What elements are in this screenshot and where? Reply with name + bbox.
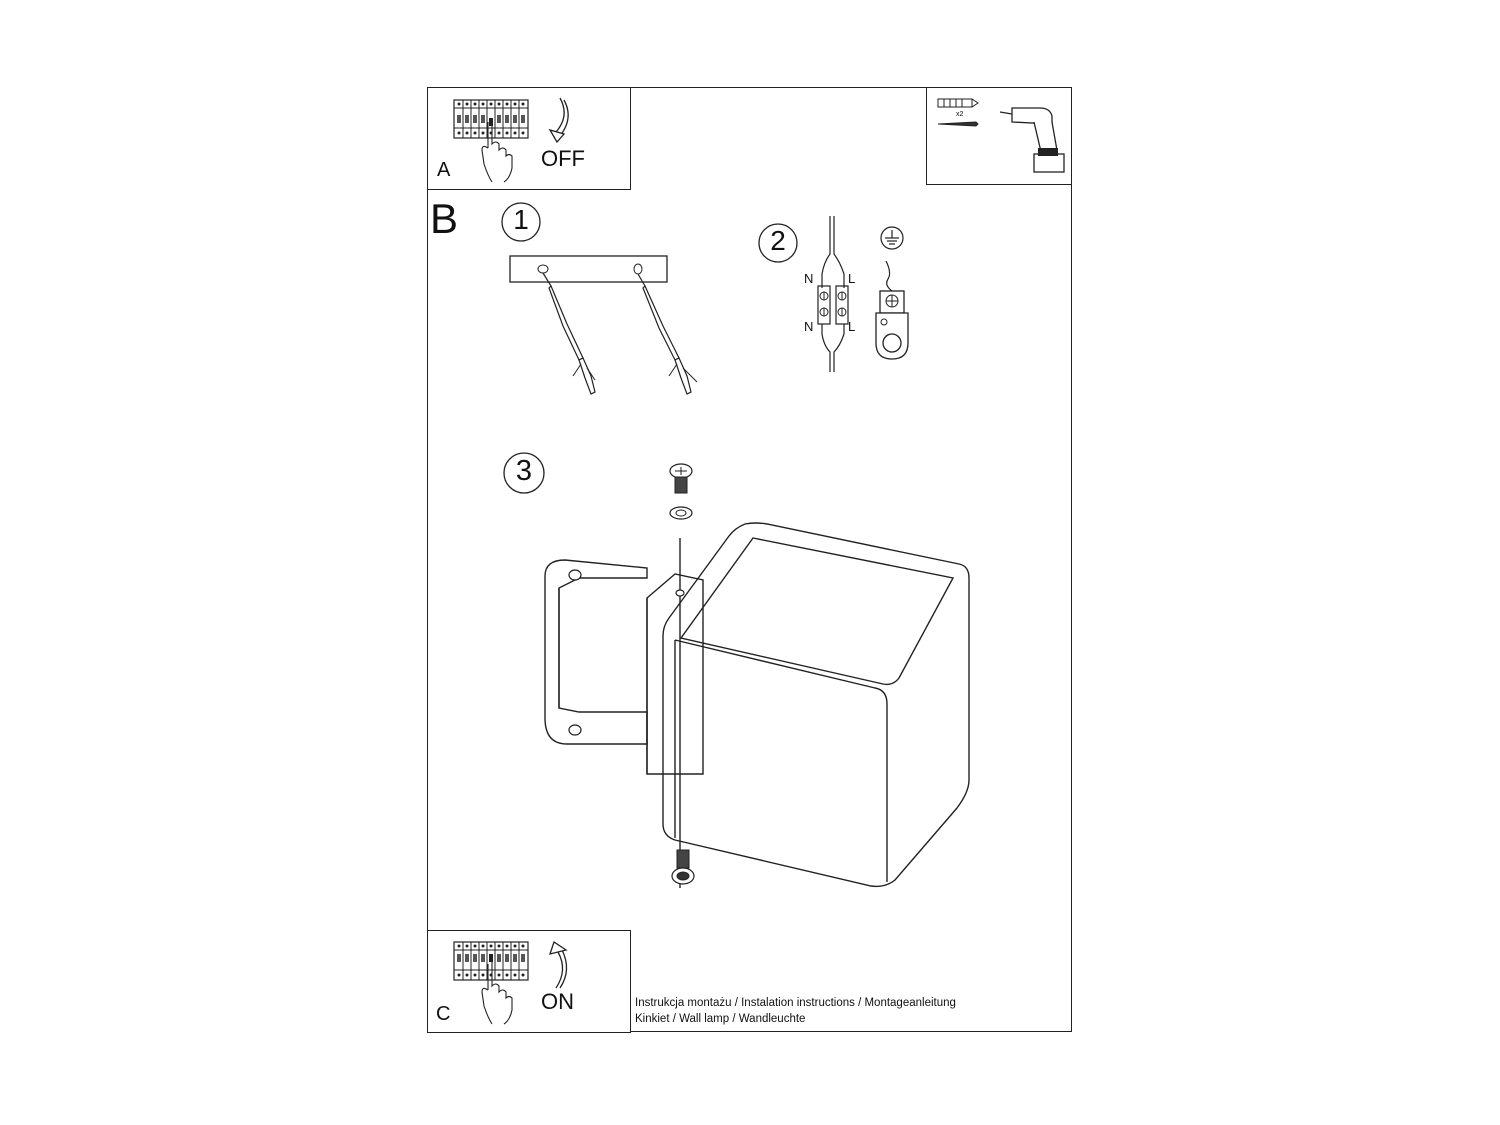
panel-c-letter: C [436, 1003, 451, 1025]
switch-off-arrow-icon [548, 97, 569, 144]
neutral-label-bottom: N [804, 319, 814, 334]
quantity-label: x2 [956, 111, 964, 118]
step-1-number: 1 [513, 204, 529, 235]
step-2-number: 2 [770, 225, 786, 256]
ground-terminal-drawing [875, 226, 909, 360]
wall-plug-icon [937, 98, 979, 108]
breaker-panel-off-icon [453, 99, 529, 183]
mounting-bar-with-anchors-drawing [509, 255, 698, 395]
step-1-badge [501, 202, 541, 242]
live-label-top: L [848, 271, 856, 286]
step-2-badge [758, 223, 798, 263]
instruction-sheet [427, 87, 1072, 1032]
step-3-badge [503, 452, 545, 494]
off-label: OFF [541, 146, 585, 171]
bottom-screw-drawing [671, 849, 695, 885]
live-label-bottom: L [848, 319, 856, 334]
neutral-label-top: N [804, 271, 814, 286]
panel-a-letter: A [437, 159, 451, 181]
switch-on-arrow-icon [549, 940, 568, 989]
wall-lamp-cube-drawing [544, 522, 970, 888]
product-title: Kinkiet / Wall lamp / Wandleuchte [635, 1013, 806, 1025]
on-label: ON [541, 989, 574, 1014]
terminal-block-wiring-drawing [817, 216, 849, 372]
top-screw-drawing [669, 463, 693, 520]
instructions-title: Instrukcja montażu / Instalation instruc… [635, 997, 956, 1009]
drill-icon [999, 107, 1065, 173]
breaker-panel-on-icon [453, 941, 529, 1025]
step-3-number: 3 [515, 455, 533, 487]
screw-icon [937, 121, 979, 127]
panel-b-letter: B [430, 195, 459, 242]
